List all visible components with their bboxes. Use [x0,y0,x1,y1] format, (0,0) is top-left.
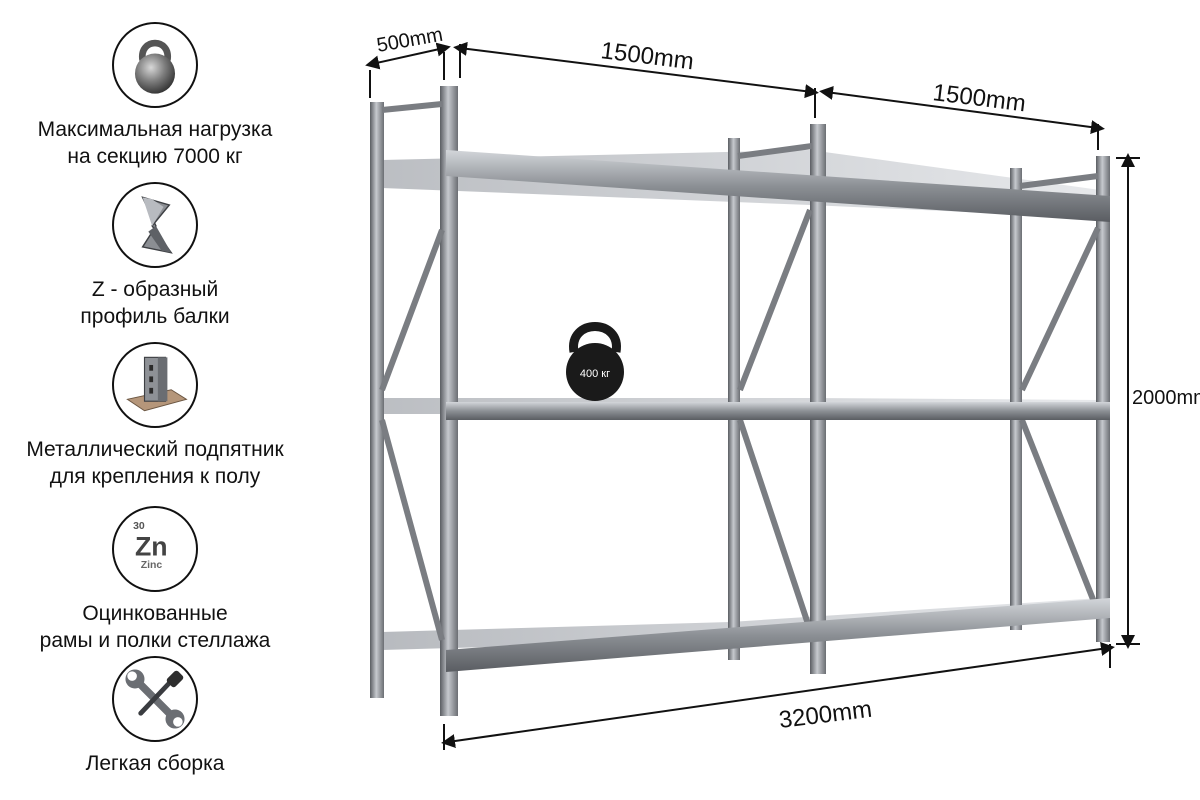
back-post-middle [728,138,740,660]
section2-width-label: 1500mm [931,79,1027,117]
zinc-symbol: Zn [135,532,168,562]
depth-dimension-label: 500mm [375,24,445,57]
back-post-right [1010,168,1022,630]
front-post-left [440,86,458,716]
feature-easy-assembly: Легкая сборка [0,656,310,777]
shelf-load-label: 400 кг [580,368,610,380]
back-post-left [370,102,384,698]
shelf-kettlebell: 400 кг [566,322,624,401]
middle-front-beam [446,402,1110,420]
tools-icon [112,656,198,742]
side-braces [379,101,1101,641]
feature-caption: Легкая сборка [85,752,225,775]
bottom-shelf-deck [382,598,1100,650]
front-post-middle [810,124,826,674]
height-dimension-label: 2000mm [1132,387,1200,409]
total-width-label: 3200mm [777,696,873,734]
kettlebell-icon [112,22,198,108]
floor-baseplate-icon [112,342,198,428]
section1-width-label: 1500mm [599,37,695,75]
z-profile-beam-icon [112,182,198,268]
top-front-beam [446,150,1110,222]
zinc-name: Zinc [141,560,163,571]
shelving-diagram: 400 кг 500mm 1500mm 1500mm 2000mm 3200mm [310,0,1200,800]
shelving-drawing: 400 кг 500mm 1500mm 1500mm 2000mm 3200mm [365,24,1200,750]
front-post-right [1096,156,1110,642]
zinc-atomic-number: 30 [133,521,145,532]
zinc-element-icon: 30 Zn Zinc [112,506,198,592]
dimension-lines [365,41,1140,750]
